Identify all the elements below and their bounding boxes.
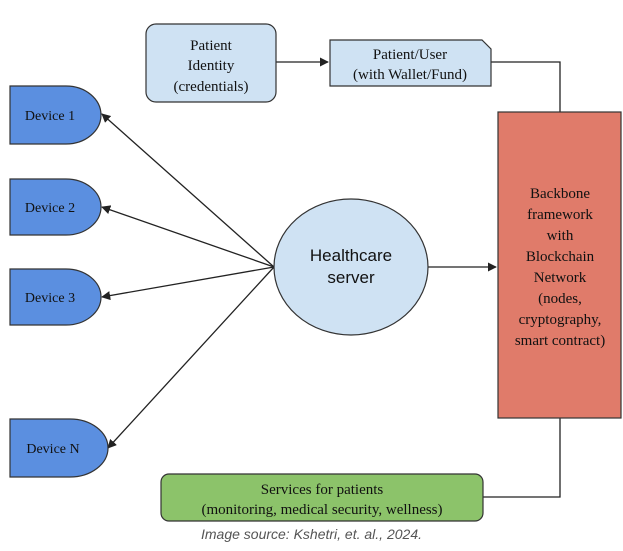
device-3-label: Device 3 xyxy=(25,291,75,306)
patient-identity-line-2: Identity xyxy=(188,58,235,74)
backbone-line-8: smart contract) xyxy=(515,333,605,349)
backbone-line-5: Network xyxy=(534,270,587,286)
services-line-1: Services for patients xyxy=(261,482,384,498)
connector-server-to-device-2 xyxy=(101,205,275,268)
device-3-shape xyxy=(9,268,102,326)
backbone-node: Backbone framework with Blockchain Netwo… xyxy=(497,111,622,419)
connector-server-to-device-3 xyxy=(101,266,275,301)
device-1-label: Device 1 xyxy=(25,109,75,124)
patient-user-node: Patient/User (with Wallet/Fund) xyxy=(329,39,492,87)
connector-user-to-backbone xyxy=(491,61,561,112)
backbone-line-6: (nodes, xyxy=(538,291,582,307)
services-node: Services for patients (monitoring, medic… xyxy=(160,473,484,522)
healthcare-server-ellipse xyxy=(273,198,429,336)
backbone-box xyxy=(497,111,622,419)
backbone-line-2: framework xyxy=(527,207,593,223)
device-2-shape xyxy=(9,178,102,236)
connector-server-to-device-1 xyxy=(101,113,275,268)
device-1-node: Device 1 xyxy=(9,85,102,145)
device-2-node: Device 2 xyxy=(9,178,102,236)
image-caption: Image source: Kshetri, et. al., 2024. xyxy=(200,526,422,542)
device-3-node: Device 3 xyxy=(9,268,102,326)
patient-identity-line-3: (credentials) xyxy=(174,79,249,95)
connector-server-to-device-n xyxy=(107,266,275,449)
device-1-shape xyxy=(9,85,102,145)
device-n-shape xyxy=(9,418,109,478)
services-box xyxy=(160,473,484,522)
backbone-line-4: Blockchain xyxy=(526,249,595,265)
healthcare-server-line-1: Healthcare xyxy=(310,246,392,265)
connector-backbone-to-services xyxy=(483,418,561,498)
patient-identity-box xyxy=(145,23,277,103)
backbone-line-7: cryptography, xyxy=(519,312,602,328)
patient-identity-line-1: Patient xyxy=(190,38,232,54)
patient-user-box xyxy=(329,39,492,87)
services-line-2: (monitoring, medical security, wellness) xyxy=(201,502,442,518)
patient-user-line-2: (with Wallet/Fund) xyxy=(353,67,467,83)
healthcare-server-node: Healthcare server xyxy=(273,198,429,336)
device-2-label: Device 2 xyxy=(25,201,75,216)
connectors xyxy=(101,57,561,498)
patient-identity-node: Patient Identity (credentials) xyxy=(145,23,277,103)
patient-user-line-1: Patient/User xyxy=(373,47,447,63)
device-n-label: Device N xyxy=(26,442,79,457)
backbone-line-3: with xyxy=(547,228,574,244)
device-n-node: Device N xyxy=(9,418,109,478)
backbone-line-1: Backbone xyxy=(530,186,590,202)
healthcare-server-line-2: server xyxy=(327,268,375,287)
